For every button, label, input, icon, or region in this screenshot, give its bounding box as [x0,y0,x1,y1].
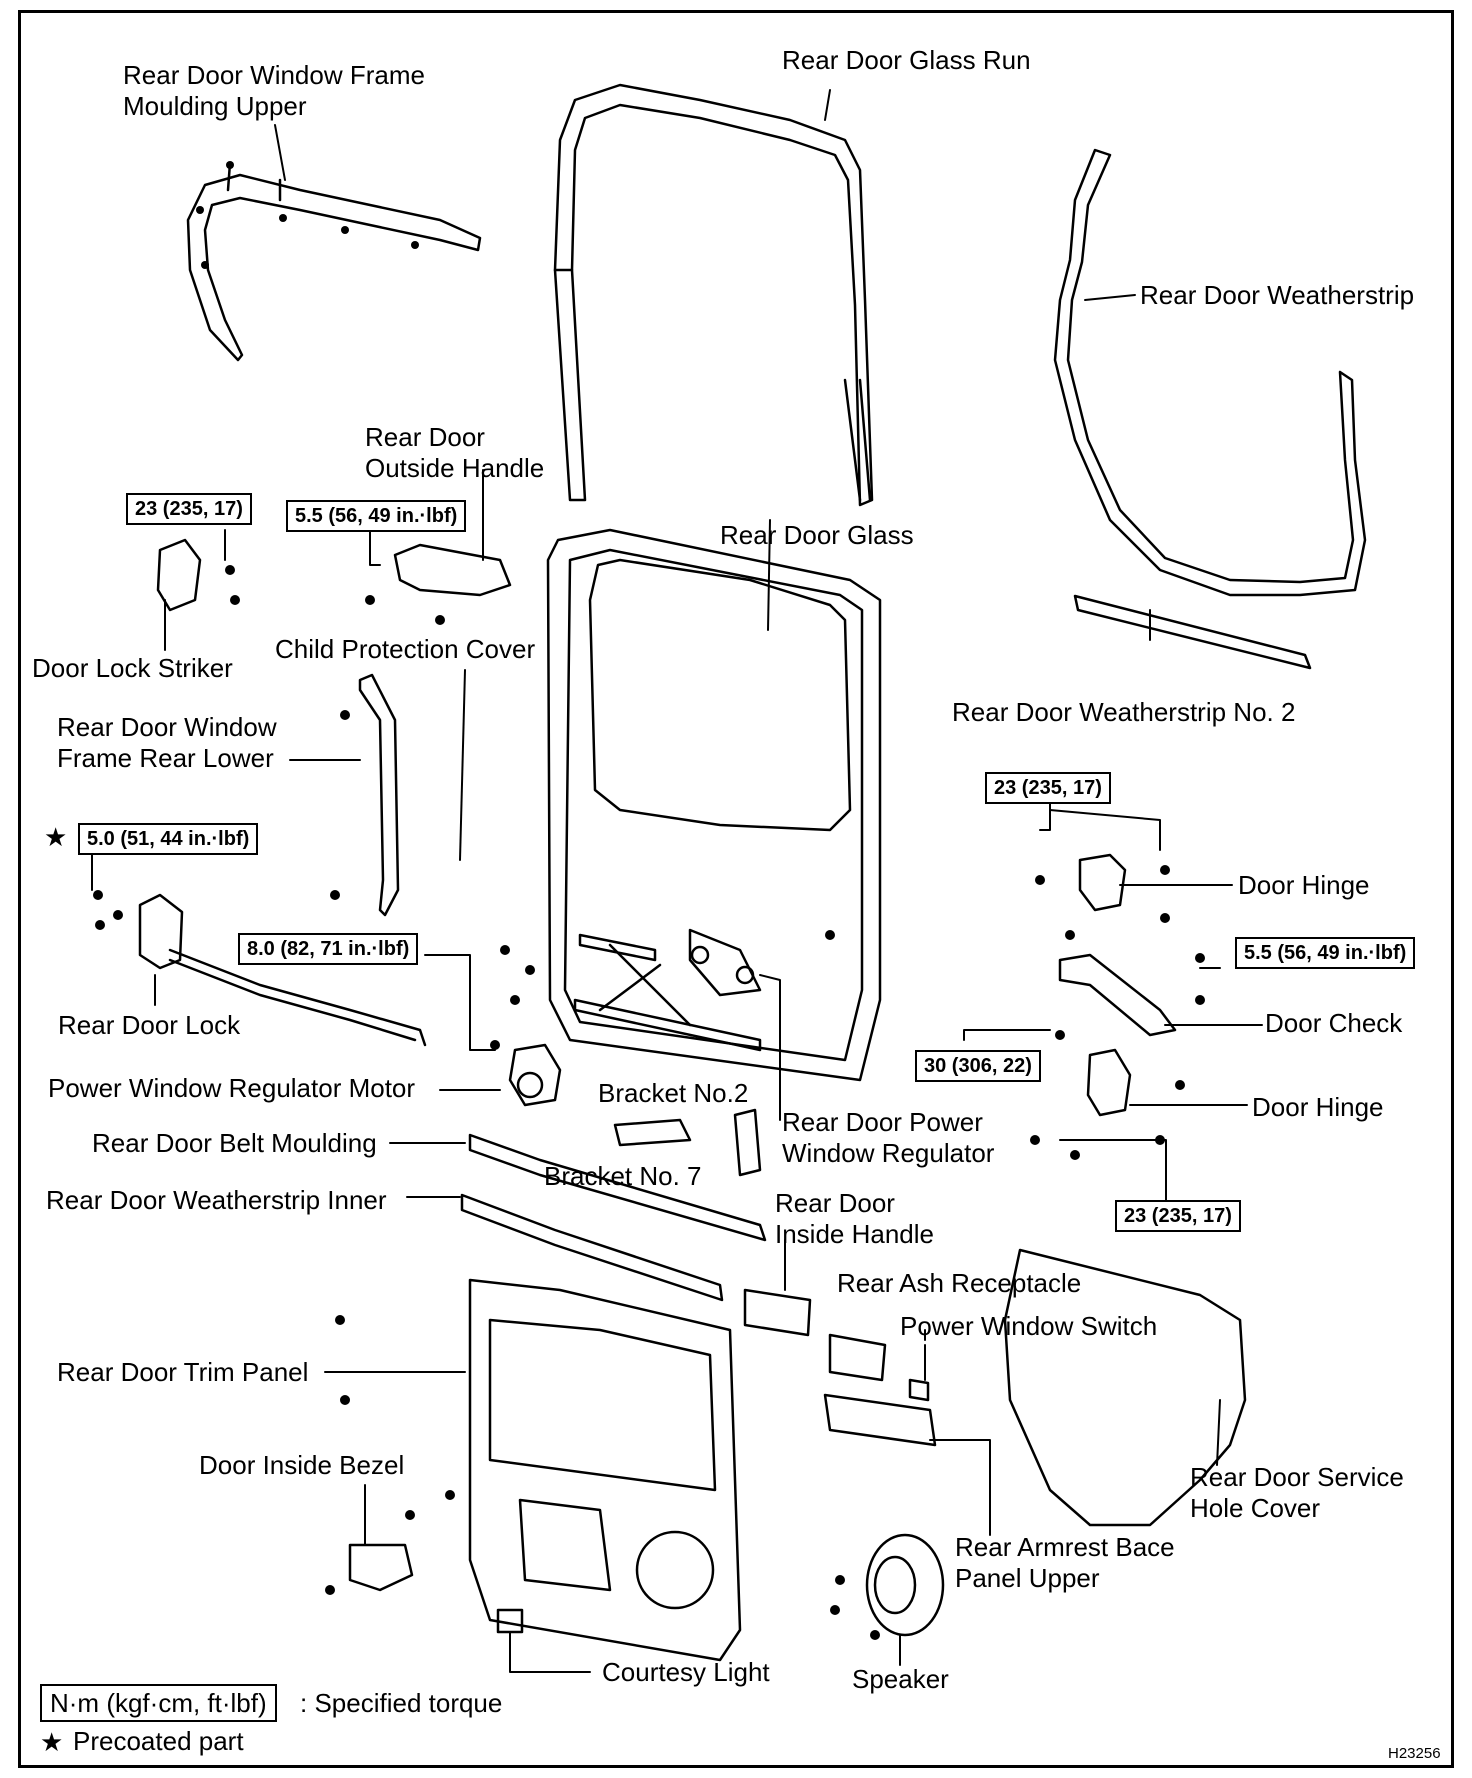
service-hole-cover-part [1003,1248,1247,1527]
torque-box-regulator: 8.0 (82, 71 in.·lbf) [238,933,419,965]
rear-door-glass-part [588,558,852,832]
door-inside-bezel-part [348,1543,414,1592]
fasteners [93,161,1205,1640]
frame-moulding-upper-part [186,161,482,362]
inside-handle-part [743,1288,812,1337]
legend-star-icon: ★ [40,1727,64,1757]
legend-precoated-text: Precoated part [73,1726,244,1756]
label-trim-panel: Rear Door Trim Panel [57,1357,309,1387]
label-rear-door-glass: Rear Door Glass [720,520,914,550]
torque-box-hinge-lower: 23 (235, 17) [1115,1200,1241,1232]
label-power-window-regulator: Rear Door Power Window Regulator [782,1107,995,1168]
label-courtesy-light: Courtesy Light [602,1657,770,1687]
weatherstrip-inner-part [460,1193,724,1302]
label-door-check: Door Check [1265,1008,1403,1038]
armrest-base-part [823,1393,937,1447]
diagram-frame [18,10,1454,1768]
label-service-hole-cover: Rear Door Service Hole Cover [1190,1462,1404,1523]
label-ash-receptacle: Rear Ash Receptacle [837,1268,1082,1298]
label-belt-moulding: Rear Door Belt Moulding [92,1128,377,1158]
torque-box-check: 5.5 (56, 49 in.·lbf) [1235,937,1416,969]
label-door-hinge-upper: Door Hinge [1238,870,1370,900]
power-window-regulator-part [573,928,762,1052]
label-weatherstrip-no2: Rear Door Weatherstrip No. 2 [952,697,1296,727]
ash-receptacle-part [828,1333,887,1382]
power-window-motor-part [508,1043,562,1107]
belt-moulding-part [468,1133,767,1242]
label-door-hinge-lower: Door Hinge [1252,1092,1384,1122]
label-door-inside-bezel: Door Inside Bezel [199,1450,405,1480]
power-window-switch-part [908,1378,930,1402]
frame-rear-lower-part [358,673,400,917]
label-weatherstrip-inner: Rear Door Weatherstrip Inner [46,1185,387,1215]
torque-box-lock: 5.0 (51, 44 in.·lbf) [78,823,259,855]
door-lock-striker-part [156,538,202,612]
label-frame-moulding-upper: Rear Door Window Frame Moulding Upper [123,60,425,121]
trim-panel-part [468,1278,742,1662]
torque-box-striker: 23 (235, 17) [126,493,252,525]
bracket-no2-part [733,1108,762,1177]
glass-run-part [553,83,874,507]
label-glass-run: Rear Door Glass Run [782,45,1031,75]
label-speaker: Speaker [852,1664,949,1694]
door-hinge-lower-part [1086,1048,1132,1117]
precoated-star-icon: ★ [44,822,68,852]
label-power-window-motor: Power Window Regulator Motor [48,1073,416,1103]
label-door-lock-striker: Door Lock Striker [32,653,233,683]
label-outside-handle: Rear Door Outside Handle [365,422,545,483]
torque-box-check-body: 30 (306, 22) [915,1050,1041,1082]
door-shell-part [546,528,882,1082]
door-check-part [1058,953,1177,1037]
outside-handle-part [393,543,512,597]
label-bracket-no2: Bracket No.2 [598,1078,749,1108]
weatherstrip-part [1053,148,1367,597]
label-armrest-base-panel: Rear Armrest Bace Panel Upper [955,1532,1175,1593]
legend-unit-box: N·m (kgf·cm, ft·lbf) [40,1684,277,1722]
figure-code: H23256 [1388,1745,1441,1762]
leader-lines [91,89,1263,1673]
speaker-part [865,1533,945,1637]
label-rear-door-lock: Rear Door Lock [58,1010,241,1040]
torque-box-outside-handle: 5.5 (56, 49 in.·lbf) [286,500,467,532]
label-power-window-switch: Power Window Switch [900,1311,1158,1341]
door-hinge-upper-part [1078,853,1127,912]
torque-box-hinge-upper: 23 (235, 17) [985,772,1111,804]
rear-door-lock-part [138,893,427,1047]
weatherstrip-no2-part [1073,594,1312,670]
label-frame-rear-lower: Rear Door Window Frame Rear Lower [57,712,277,773]
legend-unit-desc: : Specified torque [300,1688,503,1718]
courtesy-light-part [496,1608,524,1634]
label-child-protection-cover: Child Protection Cover [275,634,536,664]
bracket-no7-part [613,1118,692,1147]
label-inside-handle: Rear Door Inside Handle [775,1188,934,1249]
label-weatherstrip: Rear Door Weatherstrip [1140,280,1415,310]
label-bracket-no7: Bracket No. 7 [544,1161,702,1191]
